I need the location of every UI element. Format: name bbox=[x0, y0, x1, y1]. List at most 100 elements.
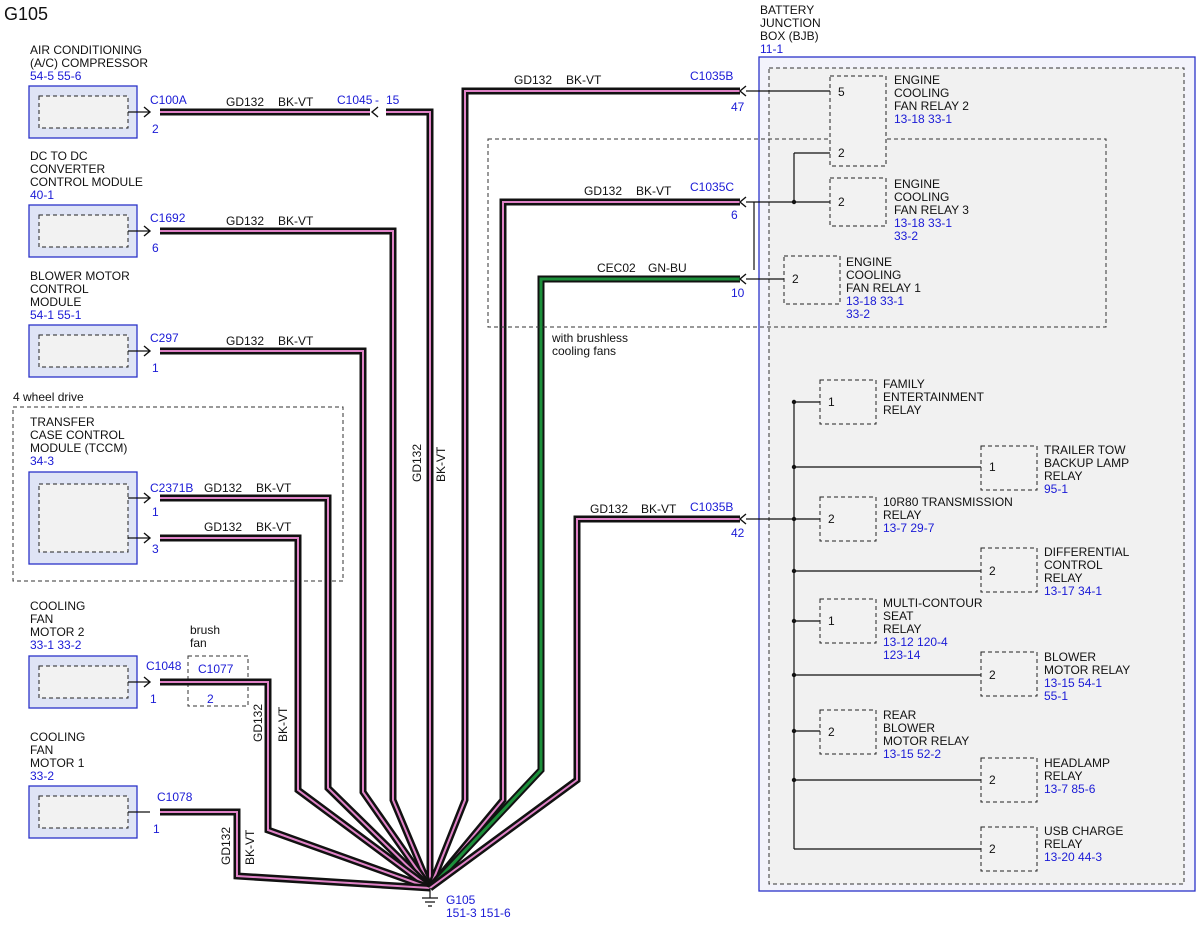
relay-label: FAMILY bbox=[883, 377, 925, 391]
dcdc-label-2: CONVERTER bbox=[30, 162, 105, 176]
fan2-label-1: COOLING bbox=[30, 599, 85, 613]
blower-pin: 1 bbox=[152, 361, 159, 375]
relay-label: CONTROL bbox=[1044, 558, 1103, 572]
wire-bjb-mid bbox=[427, 198, 740, 891]
tccm-arrow-a-icon bbox=[143, 492, 152, 504]
relay-pin: 2 bbox=[989, 773, 996, 787]
relay-label: TRAILER TOW bbox=[1044, 443, 1126, 457]
relay-blower-motor: 2 BLOWER MOTOR RELAY 13-15 54-1 55-1 bbox=[980, 650, 1130, 703]
c1045-pin: 15 bbox=[386, 93, 400, 107]
fan1-refs: 33-2 bbox=[30, 769, 54, 783]
relay-multi-contour-seat: 1 MULTI-CONTOUR SEAT RELAY 13-12 120-4 1… bbox=[819, 596, 983, 662]
relay-refs: 55-1 bbox=[1044, 689, 1068, 703]
relay-refs: 13-17 34-1 bbox=[1044, 584, 1102, 598]
relay-refs: 13-7 85-6 bbox=[1044, 782, 1096, 796]
relay-pin: 1 bbox=[828, 395, 835, 409]
tccm-inner bbox=[38, 483, 129, 553]
fan2-refs: 33-1 33-2 bbox=[30, 638, 82, 652]
blower-module: BLOWER MOTOR CONTROL MODULE 54-1 55-1 C2… bbox=[28, 269, 179, 378]
wire-tccm-a bbox=[160, 494, 433, 891]
wire-blower-circuit: GD132 bbox=[226, 334, 264, 348]
relay-label: DIFFERENTIAL bbox=[1044, 545, 1130, 559]
tccm-refs: 34-3 bbox=[30, 454, 54, 468]
ac-compressor: AIR CONDITIONING (A/C) COMPRESSOR 54-5 5… bbox=[28, 43, 187, 139]
ground-g105: G105 151-3 151-6 bbox=[422, 888, 511, 920]
blower-refs: 54-1 55-1 bbox=[30, 308, 82, 322]
relay-refs: 13-18 33-1 bbox=[846, 294, 904, 308]
relay-label: ENGINE bbox=[846, 255, 892, 269]
wire-dcdc-color: BK-VT bbox=[278, 214, 314, 228]
relay-label: SEAT bbox=[883, 609, 914, 623]
ground-icon bbox=[422, 897, 438, 907]
relay-10r80-transmission: 2 10R80 TRANSMISSION RELAY 13-7 29-7 bbox=[819, 495, 1013, 542]
tccm-label-2: CASE CONTROL bbox=[30, 428, 125, 442]
tccm-pin-b: 3 bbox=[152, 542, 159, 556]
brush-pin: 2 bbox=[207, 692, 214, 706]
ac-arrow-icon bbox=[143, 106, 152, 118]
wire-fan2-color: BK-VT bbox=[276, 706, 290, 742]
relay-label: REAR bbox=[883, 708, 917, 722]
fan1-connector: C1078 bbox=[157, 790, 193, 804]
relay-refs: 13-15 52-2 bbox=[883, 747, 941, 761]
dcdc-converter: DC TO DC CONVERTER CONTROL MODULE 40-1 C… bbox=[28, 149, 186, 258]
ac-compressor-label-1: AIR CONDITIONING bbox=[30, 43, 142, 57]
tccm-label-3: MODULE (TCCM) bbox=[30, 441, 127, 455]
wire-tccm-b bbox=[160, 534, 433, 891]
relay-pin: 1 bbox=[989, 460, 996, 474]
tccm-pin-a: 1 bbox=[152, 505, 159, 519]
wire-bjb-low-circuit: GD132 bbox=[590, 502, 628, 516]
relay-label: RELAY bbox=[1044, 837, 1082, 851]
dcdc-pin: 6 bbox=[152, 241, 159, 255]
fan2-inner bbox=[38, 665, 129, 699]
fan1-label-1: COOLING bbox=[30, 730, 85, 744]
relay-refs: 13-12 120-4 bbox=[883, 635, 948, 649]
blower-arrow-icon bbox=[143, 345, 152, 357]
relay-pin: 2 bbox=[838, 146, 845, 160]
wire-bjb-mid-color: BK-VT bbox=[636, 184, 672, 198]
relay-label: BLOWER bbox=[883, 721, 935, 735]
blower-connector: C297 bbox=[150, 331, 179, 345]
brushless-note-2: cooling fans bbox=[552, 344, 616, 358]
blower-inner bbox=[38, 334, 129, 368]
relay-pin: 5 bbox=[838, 85, 845, 99]
wire-vertical-circuit: GD132 bbox=[410, 444, 424, 482]
tccm-arrow-b-icon bbox=[143, 532, 152, 544]
relay-label: MULTI-CONTOUR bbox=[883, 596, 983, 610]
wire-ac-color: BK-VT bbox=[278, 95, 314, 109]
cooling-fan-motor-2: COOLING FAN MOTOR 2 33-1 33-2 C1048 1 br… bbox=[28, 599, 249, 709]
wire-blower-color: BK-VT bbox=[278, 334, 314, 348]
wire-bjb-top-color: BK-VT bbox=[566, 73, 602, 87]
wire-dcdc bbox=[160, 227, 434, 890]
ac-compressor-label-2: (A/C) COMPRESSOR bbox=[30, 56, 148, 70]
relay-engine-fan-3: 2 ENGINE COOLING FAN RELAY 3 13-18 33-1 … bbox=[829, 177, 969, 243]
bjb-label-3: BOX (BJB) bbox=[760, 29, 819, 43]
relay-refs: 13-18 33-1 bbox=[894, 112, 952, 126]
fan1-inner bbox=[38, 795, 129, 829]
wire-ac-circuit: GD132 bbox=[226, 95, 264, 109]
relay-label: ENGINE bbox=[894, 177, 940, 191]
relay-label: RELAY bbox=[1044, 571, 1082, 585]
tccm: 4 wheel drive TRANSFER CASE CONTROL MODU… bbox=[12, 390, 344, 582]
relay-engine-fan-2: 5 ENGINE COOLING FAN RELAY 2 13-18 33-1 … bbox=[829, 73, 969, 167]
relay-label: RELAY bbox=[883, 622, 921, 636]
relay-label: RELAY bbox=[883, 403, 921, 417]
relay-refs: 33-2 bbox=[894, 229, 918, 243]
wire-vertical-color: BK-VT bbox=[434, 446, 448, 482]
brushless-note-1: with brushless bbox=[551, 331, 628, 345]
dcdc-refs: 40-1 bbox=[30, 188, 54, 202]
relay-pin: 2 bbox=[828, 725, 835, 739]
fan1-label-2: FAN bbox=[30, 743, 53, 757]
wire-fan1-color: BK-VT bbox=[243, 829, 257, 865]
wire-green-circuit: CEC02 bbox=[597, 261, 636, 275]
relay-label: MOTOR RELAY bbox=[883, 734, 969, 748]
cooling-fan-motor-1: COOLING FAN MOTOR 1 33-2 C1078 1 bbox=[28, 730, 193, 839]
c1045-sep: - bbox=[375, 93, 379, 107]
ground-refs: 151-3 151-6 bbox=[446, 906, 511, 920]
dcdc-label-1: DC TO DC bbox=[30, 149, 88, 163]
bjb-conn-top: C1035B bbox=[690, 69, 733, 83]
ac-compressor-refs: 54-5 55-6 bbox=[30, 69, 82, 83]
relay-pin: 2 bbox=[989, 564, 996, 578]
bjb-conn-mid: C1035C bbox=[690, 180, 734, 194]
relay-label: FAN RELAY 3 bbox=[894, 203, 969, 217]
relay-trailer-tow: 1 TRAILER TOW BACKUP LAMP RELAY 95-1 bbox=[980, 443, 1129, 496]
